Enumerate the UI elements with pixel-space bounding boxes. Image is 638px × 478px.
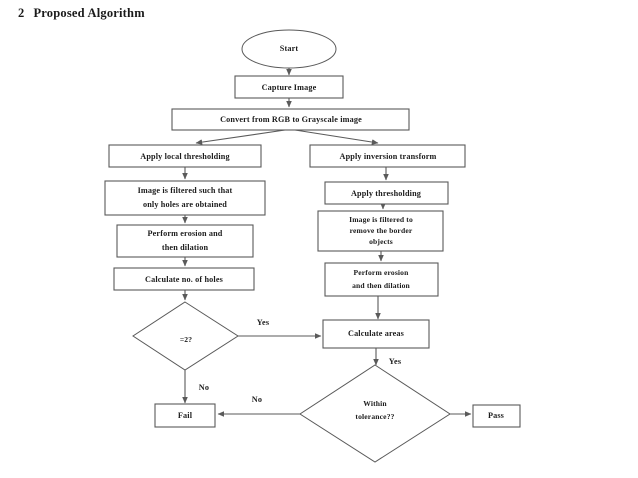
connector-convert-to-local-thresholding bbox=[195, 129, 286, 145]
erosion-dilation-left-label-line2: then dilation bbox=[162, 243, 209, 252]
holes-equal-two-shape bbox=[132, 301, 239, 371]
edge-label-layer: Yes No Yes No bbox=[199, 318, 401, 404]
filter-border-objects-label-line1: Image is filtered to bbox=[349, 215, 413, 224]
apply-inversion-transform-label: Apply inversion transform bbox=[340, 152, 437, 161]
convert-grayscale-shape bbox=[171, 108, 410, 131]
node-calculate-areas[interactable]: Calculate areas bbox=[322, 319, 430, 349]
node-capture-image[interactable]: Capture Image bbox=[234, 75, 344, 99]
holes-equal-two-label: =2? bbox=[180, 335, 192, 344]
filter-border-objects-label-line2: remove the border bbox=[350, 226, 413, 235]
node-apply-inversion-transform[interactable]: Apply inversion transform bbox=[309, 144, 466, 168]
calculate-holes-shape bbox=[113, 267, 255, 291]
apply-local-thresholding-label: Apply local thresholding bbox=[140, 152, 230, 161]
node-start[interactable]: Start bbox=[241, 29, 337, 69]
erosion-dilation-left-shape bbox=[116, 224, 254, 258]
pass-shape bbox=[472, 404, 521, 428]
calculate-holes-label: Calculate no. of holes bbox=[145, 275, 223, 284]
erosion-dilation-right-label-line1: Perform erosion bbox=[353, 268, 409, 277]
within-tolerance-shape bbox=[299, 364, 451, 463]
within-tolerance-label-line2: tolerance?? bbox=[355, 412, 394, 421]
apply-inversion-transform-shape bbox=[309, 144, 466, 168]
node-convert-grayscale[interactable]: Convert from RGB to Grayscale image bbox=[171, 108, 410, 131]
filter-holes-label-line2: only holes are obtained bbox=[143, 200, 227, 209]
node-apply-local-thresholding[interactable]: Apply local thresholding bbox=[108, 144, 262, 168]
filter-holes-label-line1: Image is filtered such that bbox=[138, 186, 233, 195]
filter-border-objects-label-line3: objects bbox=[369, 237, 393, 246]
edge-label-no-tolerance: No bbox=[252, 395, 262, 404]
edge-label-yes-holes: Yes bbox=[257, 318, 269, 327]
filter-border-objects-shape bbox=[317, 210, 444, 252]
erosion-dilation-right-shape bbox=[324, 262, 439, 297]
node-filter-holes[interactable]: Image is filtered such that only holes a… bbox=[104, 180, 266, 216]
calculate-areas-shape bbox=[322, 319, 430, 349]
within-tolerance-label-line1: Within bbox=[363, 399, 387, 408]
fail-shape bbox=[154, 403, 216, 428]
apply-thresholding-shape bbox=[324, 181, 449, 205]
connector-convert-to-inversion bbox=[294, 129, 379, 145]
capture-image-label: Capture Image bbox=[262, 83, 317, 92]
erosion-dilation-left-label-line1: Perform erosion and bbox=[147, 229, 222, 238]
pass-label: Pass bbox=[488, 411, 504, 420]
fail-label: Fail bbox=[178, 411, 193, 420]
edge-label-no-holes: No bbox=[199, 383, 209, 392]
calculate-areas-label: Calculate areas bbox=[348, 329, 404, 338]
node-holes-equal-two[interactable]: =2? bbox=[132, 301, 239, 371]
node-calculate-holes[interactable]: Calculate no. of holes bbox=[113, 267, 255, 291]
start-label: Start bbox=[280, 44, 299, 53]
page-title: 2 Proposed Algorithm bbox=[18, 6, 145, 21]
node-fail[interactable]: Fail bbox=[154, 403, 216, 428]
apply-local-thresholding-shape bbox=[108, 144, 262, 168]
apply-thresholding-label: Apply thresholding bbox=[351, 189, 422, 198]
node-apply-thresholding[interactable]: Apply thresholding bbox=[324, 181, 449, 205]
section-number: 2 bbox=[18, 6, 25, 20]
node-erosion-dilation-left[interactable]: Perform erosion and then dilation bbox=[116, 224, 254, 258]
connector-layer bbox=[182, 68, 472, 417]
filter-holes-shape bbox=[104, 180, 266, 216]
edge-label-yes-areas: Yes bbox=[389, 357, 401, 366]
node-within-tolerance[interactable]: Within tolerance?? bbox=[299, 364, 451, 463]
start-shape bbox=[241, 29, 337, 69]
erosion-dilation-right-label-line2: and then dilation bbox=[352, 281, 410, 290]
node-erosion-dilation-right[interactable]: Perform erosion and then dilation bbox=[324, 262, 439, 297]
node-pass[interactable]: Pass bbox=[472, 404, 521, 428]
capture-image-shape bbox=[234, 75, 344, 99]
convert-grayscale-label: Convert from RGB to Grayscale image bbox=[220, 115, 362, 124]
node-filter-border-objects[interactable]: Image is filtered to remove the border o… bbox=[317, 210, 444, 252]
section-title: Proposed Algorithm bbox=[33, 6, 145, 20]
